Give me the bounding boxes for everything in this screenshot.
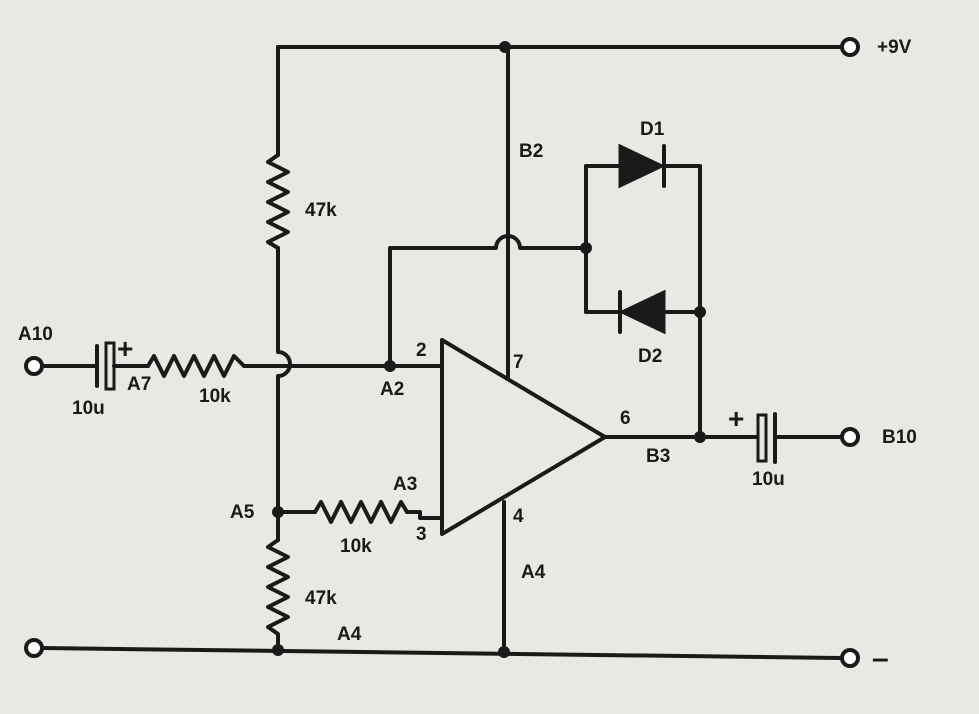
junction-top-rail [499,41,511,53]
label-d2: D2 [638,346,662,367]
junction-a5 [272,506,284,518]
plus-mark-output-cap: + [728,403,744,434]
label-r-bias: 10k [340,536,372,557]
plus-mark-input-cap: + [117,333,133,364]
label-node-a4-lower: A4 [337,624,362,645]
label-input-terminal: A10 [18,324,53,345]
label-supply-positive: +9V [877,37,912,58]
label-r-bottom: 47k [305,588,337,609]
label-c-output: 10u [752,469,785,490]
label-node-a7: A7 [127,374,151,395]
label-supply-negative: – [872,642,889,675]
resistor-10k-input [146,354,246,378]
label-pin-6: 6 [620,408,631,429]
label-pin-2: 2 [416,340,427,361]
opamp-triangle [440,338,607,536]
junction-ground-pin4 [498,646,510,658]
terminal-ground-right [840,648,860,668]
label-node-b2: B2 [519,141,543,162]
terminal-positive [840,37,860,57]
supply-rail-negative [40,646,842,660]
terminal-input [24,356,44,376]
label-r-input: 10k [199,386,231,407]
label-d1: D1 [640,119,665,140]
divider-mid-wire [276,246,292,514]
output-capacitor-plate-left [756,413,768,463]
label-r-top: 47k [305,200,337,221]
label-node-a3: A3 [393,474,417,495]
junction-output [694,431,706,443]
label-node-a2: A2 [380,379,404,400]
label-pin-4: 4 [513,506,524,527]
label-node-b3: B3 [646,446,670,467]
bias-to-pin3-wire [405,510,444,520]
terminal-ground-left [24,638,44,658]
junction-d2-right [694,306,706,318]
label-output-terminal: B10 [882,427,917,448]
resistor-10k-bias [313,500,409,524]
label-c-input: 10u [72,398,105,419]
label-node-a5: A5 [230,502,255,523]
junction-feedback [580,242,592,254]
label-pin-3: 3 [416,524,427,545]
label-pin-7: 7 [513,352,524,373]
diode-d2 [618,289,666,335]
resistor-47k-top [266,153,290,250]
junction-ground-left [272,644,284,656]
diode-d1 [618,143,666,189]
label-node-a4-pin: A4 [521,562,546,583]
resistor-47k-bottom [266,538,290,652]
junction-a2 [384,360,396,372]
terminal-output [840,427,860,447]
